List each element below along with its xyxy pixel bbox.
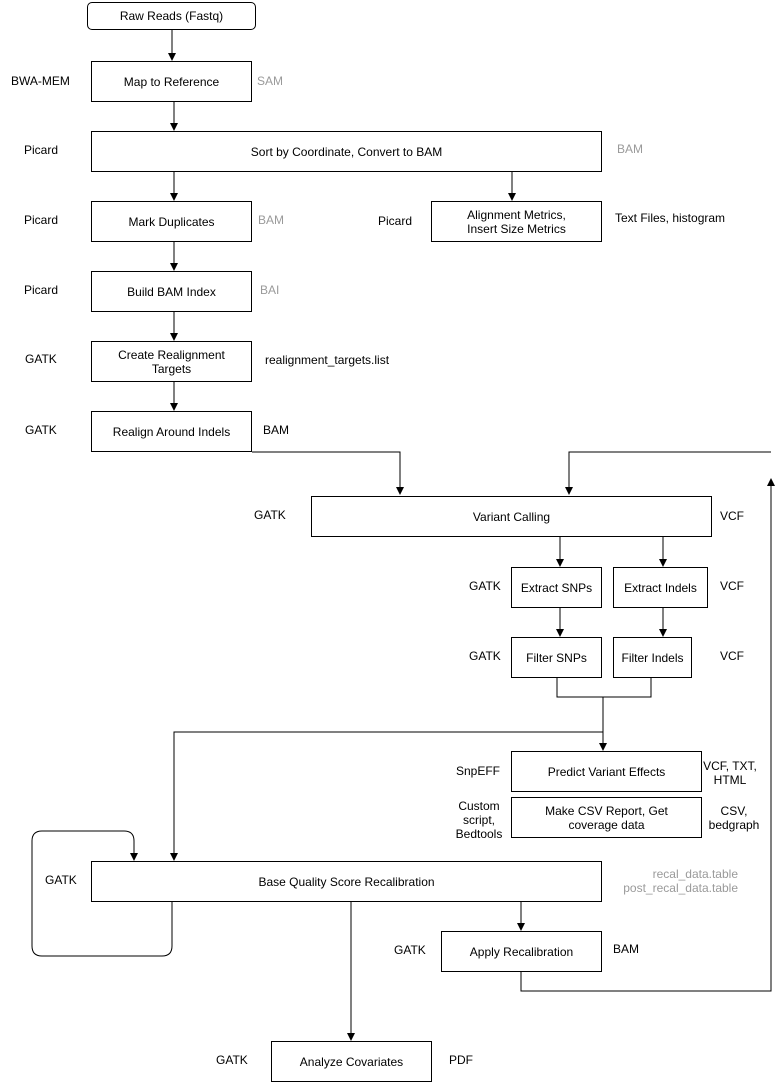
output-label: VCF [720,649,744,663]
node-alignment-metrics: Alignment Metrics, Insert Size Metrics [431,201,602,242]
merge-filter-outputs [556,677,652,698]
tool-label: Custom script, Bedtools [455,799,503,841]
node-map-to-reference: Map to Reference [91,61,252,102]
node-predict-variant-effects: Predict Variant Effects [511,751,702,792]
node-analyze-covariates: Analyze Covariates [271,1041,432,1082]
output-label: SAM [257,74,284,88]
node-apply-recalibration: Apply Recalibration [441,931,602,972]
output-label: BAI [260,283,280,297]
tool-label: GATK [25,352,57,366]
node-filter-snps: Filter SNPs [511,637,602,678]
output-label: realignment_targets.list [265,353,390,367]
output-label: CSV, bedgraph [708,804,760,832]
output-label: Text Files, histogram [615,211,726,225]
tool-label: GATK [469,649,501,663]
output-label: BAM [263,423,290,437]
tool-label: GATK [254,508,286,522]
tool-label: Picard [24,143,59,157]
tool-label: BWA-MEM [11,74,70,88]
node-make-csv-report: Make CSV Report, Get coverage data [511,797,702,838]
tool-label: Picard [24,283,59,297]
node-extract-indels: Extract Indels [613,567,708,608]
tool-label: GATK [394,943,426,957]
node-create-realignment-targets: Create Realignment Targets [91,341,252,382]
output-label: BAM [617,142,644,156]
node-sort-convert: Sort by Coordinate, Convert to BAM [91,131,602,172]
tool-label: GATK [216,1053,248,1067]
tool-label: SnpEFF [456,764,501,778]
node-mark-duplicates: Mark Duplicates [91,201,252,242]
output-label: PDF [449,1053,473,1067]
node-variant-calling: Variant Calling [311,496,712,537]
output-label: BAM [258,213,285,227]
arrow-bqsr-self-loop [31,830,173,957]
node-filter-indels: Filter Indels [613,637,692,678]
tool-label: GATK [469,579,501,593]
tool-label: Picard [24,213,59,227]
node-raw-reads: Raw Reads (Fastq) [87,2,256,30]
arrow-applyrecal-loop-to-variant [520,478,775,992]
output-label: VCF [720,579,744,593]
node-build-bam-index: Build BAM Index [91,271,252,312]
node-realign-indels: Realign Around Indels [91,411,252,452]
output-label: VCF [720,509,744,523]
arrow-merge-to-bqsr [170,731,603,861]
output-label: VCF, TXT, HTML [703,759,757,787]
tool-label: GATK [45,873,77,887]
tool-label: Picard [378,214,413,228]
arrow-realign-to-variant [252,451,404,495]
node-extract-snps: Extract SNPs [511,567,602,608]
tool-label: GATK [25,423,57,437]
node-base-quality-score-recalibration: Base Quality Score Recalibration [91,861,602,902]
output-label: BAM [613,942,640,956]
arrow-loop-into-variant [565,451,771,495]
output-label: recal_data.table post_recal_data.table [623,867,738,895]
